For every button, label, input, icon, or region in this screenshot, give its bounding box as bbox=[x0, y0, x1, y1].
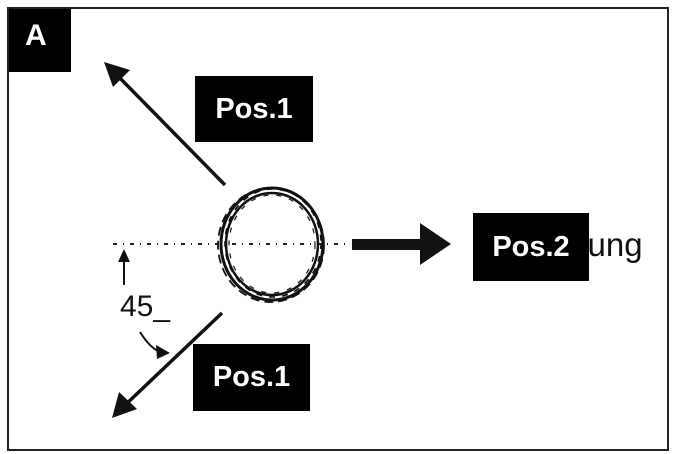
arrow-upper-left-shaft bbox=[110, 68, 227, 187]
arrow-right-shaft bbox=[352, 239, 424, 250]
pos1-lower-label: Pos.1 bbox=[193, 344, 310, 411]
rope-ring bbox=[217, 186, 325, 303]
panel-frame bbox=[7, 7, 669, 451]
angle-up-arrow-head bbox=[118, 249, 130, 262]
panel-letter-badge: A bbox=[9, 9, 71, 72]
pos1-upper-label: Pos.1 bbox=[195, 76, 313, 142]
angle-arc-head bbox=[156, 345, 170, 359]
panel-letter: A bbox=[25, 18, 47, 52]
arrow-upper-left-head bbox=[104, 62, 130, 87]
pos2-text: Pos.2 bbox=[492, 230, 570, 263]
arrow-right-head bbox=[420, 223, 451, 265]
arrow-lower-left-head bbox=[112, 392, 137, 418]
angle-label: 45_ bbox=[120, 290, 171, 323]
pos1-lower-text: Pos.1 bbox=[212, 361, 291, 393]
arrow-lower-left-shaft bbox=[120, 311, 224, 410]
pos1-upper-text: Pos.1 bbox=[215, 92, 293, 125]
pos2-label: Pos.2 bbox=[473, 213, 589, 281]
